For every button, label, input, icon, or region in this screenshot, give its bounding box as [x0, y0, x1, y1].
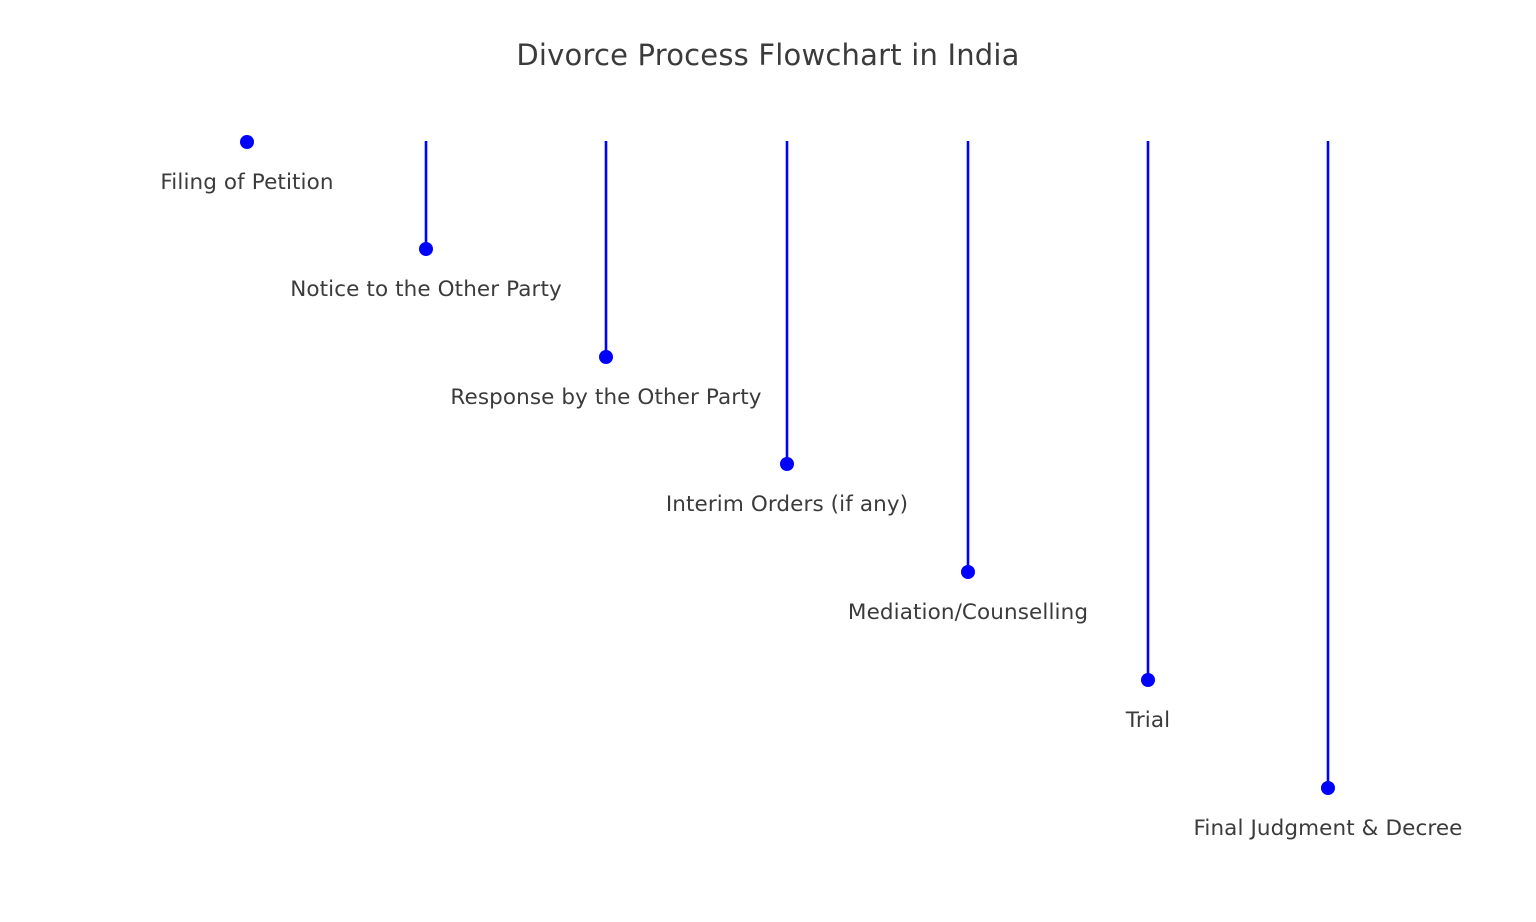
step-label: Interim Orders (if any) — [665, 492, 909, 517]
step-marker-dot[interactable] — [1321, 781, 1335, 795]
step-label: Final Judgment & Decree — [1193, 816, 1463, 841]
step-marker-dot[interactable] — [240, 135, 254, 149]
step-label: Filing of Petition — [160, 170, 334, 195]
step-marker-dot[interactable] — [780, 457, 794, 471]
page-title: Divorce Process Flowchart in India — [516, 38, 1020, 72]
step-label: Notice to the Other Party — [290, 277, 562, 302]
step-label: Trial — [1125, 708, 1171, 733]
step-marker-dot[interactable] — [419, 242, 433, 256]
step-label: Mediation/Counselling — [847, 600, 1089, 625]
step-marker-dot[interactable] — [1141, 673, 1155, 687]
step-label: Response by the Other Party — [450, 385, 762, 410]
step-marker-dot[interactable] — [961, 565, 975, 579]
step-marker-dot[interactable] — [599, 350, 613, 364]
